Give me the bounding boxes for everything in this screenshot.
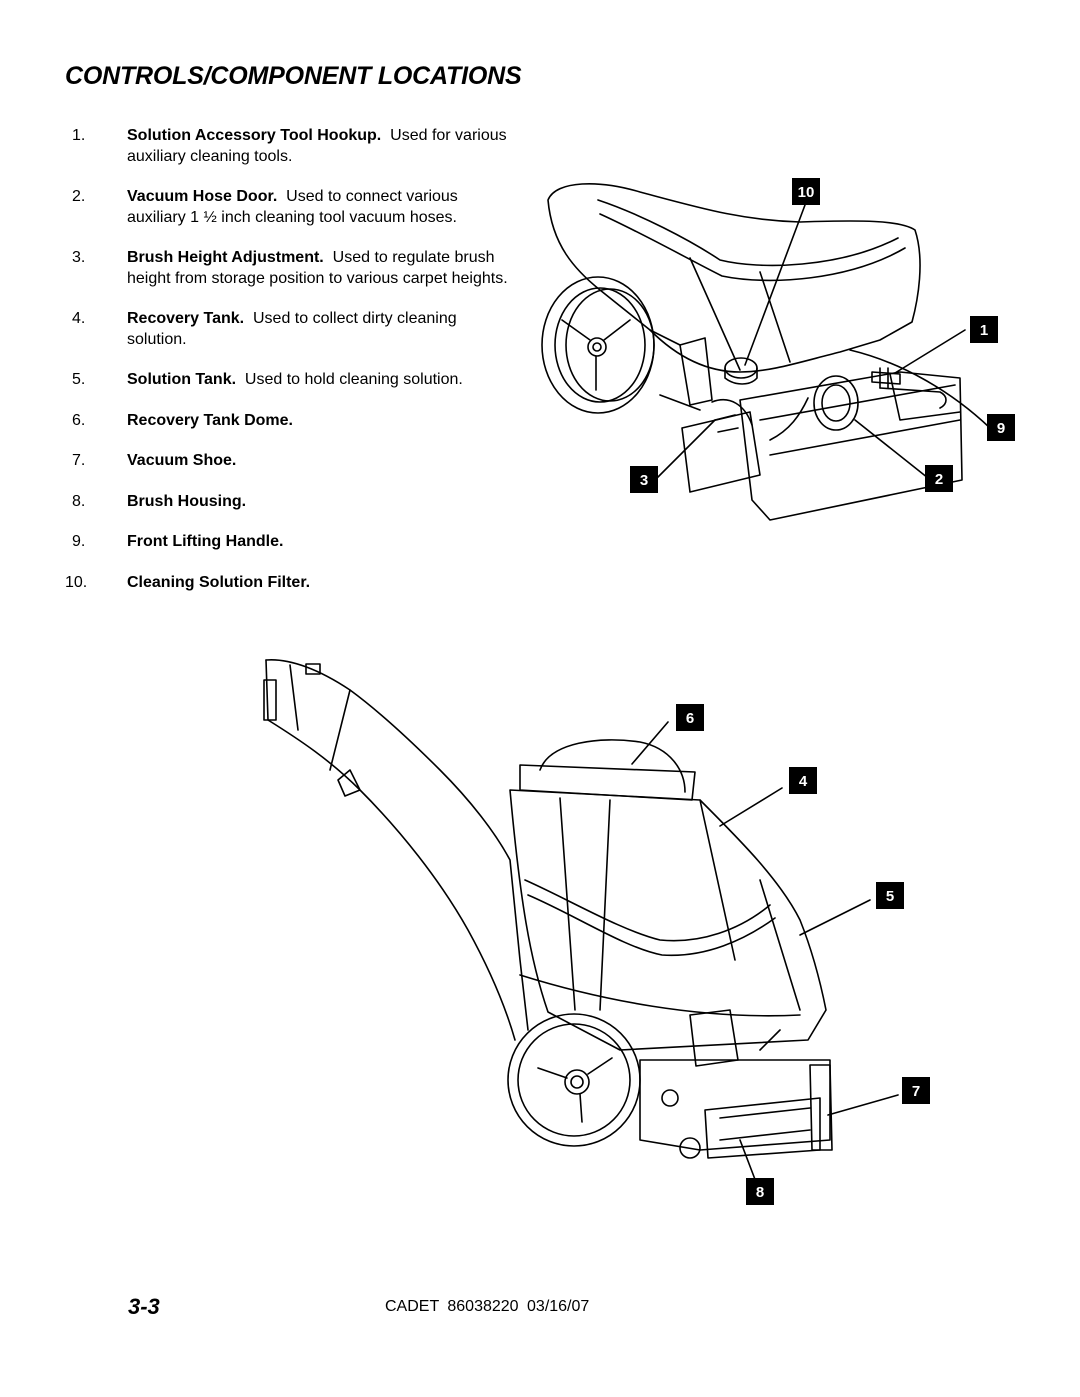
list-item: 5. Solution Tank. Used to hold cleaning … (72, 370, 516, 391)
upper-detail-figure (541, 183, 991, 521)
item-description: Used to regulate brush height from stora… (127, 249, 508, 287)
item-name: Brush Housing. (127, 492, 247, 510)
item-number: 3. (72, 249, 86, 266)
list-item: 6. Recovery Tank Dome. (72, 411, 516, 432)
callout-3: 3 (630, 466, 658, 493)
list-item: 10. Cleaning Solution Filter. (65, 573, 516, 594)
callout-1: 1 (970, 316, 998, 343)
item-number: 2. (72, 188, 86, 205)
item-number: 8. (72, 492, 86, 510)
item-description: Used for various auxiliary cleaning tool… (127, 127, 507, 165)
full-machine-figure (263, 659, 899, 1183)
list-item: 4. Recovery Tank. Used to collect dirty … (72, 309, 516, 350)
item-name: Solution Tank. (127, 371, 237, 388)
page-title: CONTROLS/COMPONENT LOCATIONS (65, 62, 522, 90)
list-item: 8. Brush Housing. (72, 492, 516, 513)
callout-7: 7 (902, 1077, 930, 1104)
list-item: 2. Vacuum Hose Door. Used to connect var… (72, 187, 516, 228)
document-id: CADET 86038220 03/16/07 (385, 1298, 590, 1315)
item-name: Cleaning Solution Filter. (127, 573, 311, 591)
item-number: 5. (72, 371, 86, 388)
item-number: 6. (72, 411, 86, 429)
list-item: 1. Solution Accessory Tool Hookup. Used … (72, 126, 516, 167)
item-name: Front Lifting Handle. (127, 533, 284, 550)
item-number: 9. (72, 533, 86, 550)
item-number: 4. (72, 310, 86, 327)
item-name: Solution Accessory Tool Hookup. (127, 127, 382, 144)
item-description: Used to connect various auxiliary 1 ½ in… (127, 188, 458, 226)
item-name: Vacuum Shoe. (127, 452, 237, 469)
callout-5: 5 (876, 882, 904, 909)
item-name: Recovery Tank Dome. (127, 411, 293, 429)
page-number: 3-3 (128, 1294, 160, 1319)
callout-10: 10 (792, 178, 820, 205)
item-name: Brush Height Adjustment. (127, 249, 324, 266)
callout-4: 4 (789, 767, 817, 794)
list-item: 3. Brush Height Adjustment. Used to regu… (72, 248, 516, 289)
item-description: Used to hold cleaning solution. (244, 371, 463, 388)
callout-9: 9 (987, 414, 1015, 441)
item-number: 10. (65, 573, 88, 591)
callout-8: 8 (746, 1178, 774, 1205)
item-number: 1. (72, 127, 86, 144)
callout-2: 2 (925, 465, 953, 492)
item-name: Recovery Tank. (127, 310, 245, 327)
item-name: Vacuum Hose Door. (127, 188, 278, 205)
callout-6: 6 (676, 704, 704, 731)
item-description: Used to collect dirty cleaning solution. (127, 310, 457, 348)
list-item: 9. Front Lifting Handle. (72, 532, 516, 553)
list-item: 7. Vacuum Shoe. (72, 451, 516, 472)
component-list: 1. Solution Accessory Tool Hookup. Used … (65, 126, 516, 594)
item-number: 7. (72, 452, 86, 469)
